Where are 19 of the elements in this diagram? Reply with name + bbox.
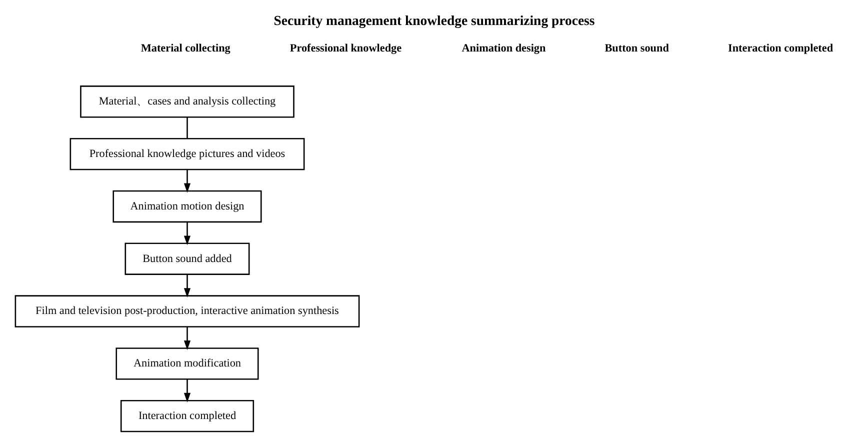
- node-box: Film and television post-production, interactive animation synthesis: [14, 295, 360, 328]
- label: Material collecting: [140, 42, 230, 54]
- label: Interaction completed: [728, 42, 834, 54]
- node-box: Material、cases and analysis collecting: [80, 86, 294, 118]
- arrow: [184, 222, 191, 246]
- node-box: Animation motion design: [112, 190, 262, 223]
- label: Button sound: [604, 42, 669, 54]
- arrow: [184, 274, 191, 298]
- node-box: Button sound added: [124, 242, 250, 275]
- node-box: Animation modification: [116, 348, 259, 380]
- node-box: Interaction completed: [120, 400, 254, 432]
- node-box: Professional knowledge pictures and videos: [70, 138, 305, 170]
- arrow: [184, 326, 191, 350]
- diagram-title: Security management knowledge summarizing process: [274, 13, 595, 28]
- label: Animation design: [462, 42, 546, 54]
- arrow: [184, 170, 191, 193]
- arrow: [184, 379, 191, 402]
- connector: [186, 117, 188, 138]
- label: Professional knowledge: [290, 42, 402, 54]
